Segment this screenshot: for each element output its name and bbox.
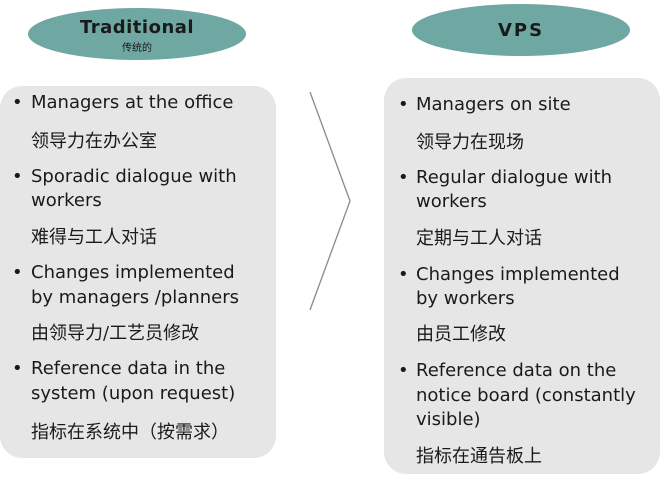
vps-panel: • Managers on site 领导力在现场 • Regular dial… <box>384 78 660 474</box>
item-text-en: Managers at the office <box>31 92 234 113</box>
item-text-en: by managers /planners <box>31 287 239 308</box>
item-text-en: Changes implemented <box>416 264 620 285</box>
item-text-en: Managers on site <box>416 94 571 115</box>
bullet-icon: • <box>12 92 23 113</box>
bullet-icon: • <box>398 264 409 285</box>
item-text-en: notice board (constantly <box>416 385 636 406</box>
item-text-en: Reference data on the <box>416 360 617 381</box>
item-text-en: workers <box>416 191 487 212</box>
item-text-en: visible) <box>416 409 481 430</box>
item-text-zh: 由领导力/工艺员修改 <box>31 323 200 344</box>
bullet-icon: • <box>398 167 409 188</box>
item-text-zh: 难得与工人对话 <box>31 227 157 248</box>
item-text-zh: 指标在通告板上 <box>416 446 542 467</box>
traditional-panel: • Managers at the office 领导力在办公室 • Spora… <box>0 86 276 458</box>
item-text-zh: 定期与工人对话 <box>416 228 542 249</box>
traditional-title: Traditional <box>79 17 195 38</box>
traditional-subtitle: 传统的 <box>122 43 152 54</box>
item-text-en: by workers <box>416 288 515 309</box>
chevron-stroke <box>309 91 351 311</box>
bullet-icon: • <box>12 166 23 187</box>
item-text-en: Regular dialogue with <box>416 167 613 188</box>
traditional-header: Traditional 传统的 <box>28 8 246 60</box>
item-text-zh: 由员工修改 <box>416 324 506 345</box>
item-text-en: Reference data in the <box>31 358 226 379</box>
item-text-en: Sporadic dialogue with <box>31 166 237 187</box>
item-text-zh: 领导力在现场 <box>416 132 524 153</box>
item-text-zh: 指标在系统中（按需求） <box>31 422 229 443</box>
bullet-icon: • <box>12 262 23 283</box>
chevron-right-icon <box>309 91 351 311</box>
bullet-icon: • <box>12 358 23 379</box>
item-text-en: Changes implemented <box>31 262 235 283</box>
item-text-zh: 领导力在办公室 <box>31 131 157 152</box>
bullet-icon: • <box>398 360 409 381</box>
item-text-en: system (upon request) <box>31 383 236 404</box>
bullet-icon: • <box>398 94 409 115</box>
vps-title: VPS <box>497 20 545 41</box>
vps-header: VPS <box>412 4 630 56</box>
item-text-en: workers <box>31 190 102 211</box>
